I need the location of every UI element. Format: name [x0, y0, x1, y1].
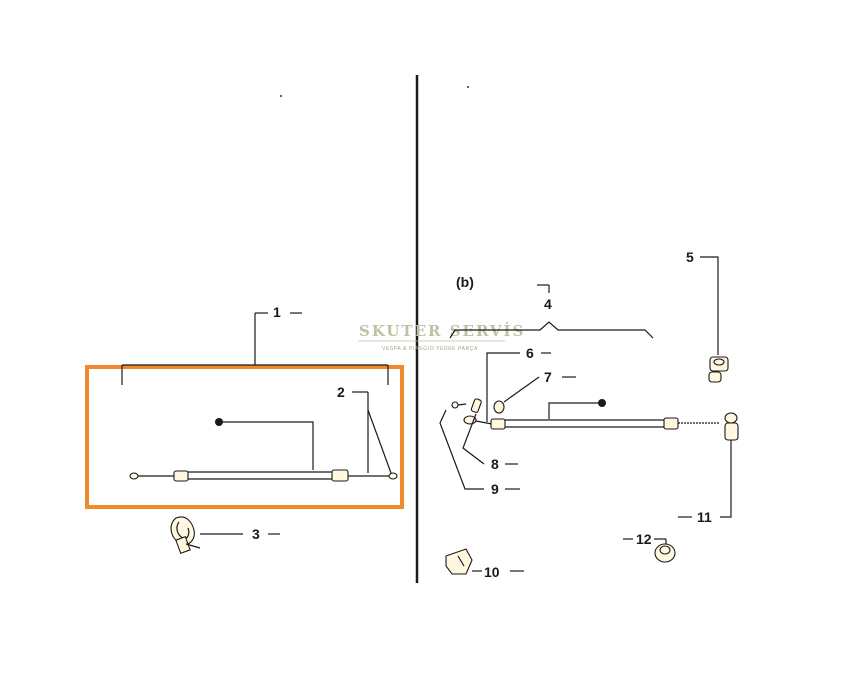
stray-dot — [280, 95, 282, 97]
part-10-clamp — [445, 548, 473, 575]
section-b-label: (b) — [456, 274, 474, 290]
brace-4 — [449, 321, 654, 339]
watermark-tagline: VESPA & PIAGGIO YEDEK PARÇA — [382, 346, 478, 352]
callout-4: 4 — [544, 296, 552, 312]
callout-8: 8 — [491, 456, 499, 472]
part-7-washer — [493, 400, 505, 414]
cable-clip-3 — [170, 516, 201, 554]
stray-dot — [467, 86, 469, 88]
watermark: SKUTER SERVİS VESPA & PIAGGIO YEDEK PARÇ… — [358, 321, 525, 352]
callout-7: 7 — [544, 369, 552, 385]
cable-assembly-1 — [129, 469, 398, 482]
callout-12: 12 — [636, 531, 652, 547]
part-11-bolt — [724, 412, 739, 441]
callout-10: 10 — [484, 564, 500, 580]
watermark-brand: SKUTER SERVİS — [359, 321, 525, 340]
part-5-nut — [708, 356, 729, 383]
callout-6: 6 — [526, 345, 534, 361]
callout-3: 3 — [252, 526, 260, 542]
callout-5: 5 — [686, 249, 694, 265]
part-12-grommet — [654, 543, 676, 563]
callout-9: 9 — [491, 481, 499, 497]
callout-1: 1 — [273, 304, 281, 320]
highlight-box[interactable] — [85, 365, 404, 509]
part-9-screw — [451, 401, 467, 409]
part-8-pin — [470, 398, 482, 413]
callout-2: 2 — [337, 384, 345, 400]
cable-assembly-4 — [463, 415, 720, 430]
callout-11: 11 — [697, 509, 712, 525]
